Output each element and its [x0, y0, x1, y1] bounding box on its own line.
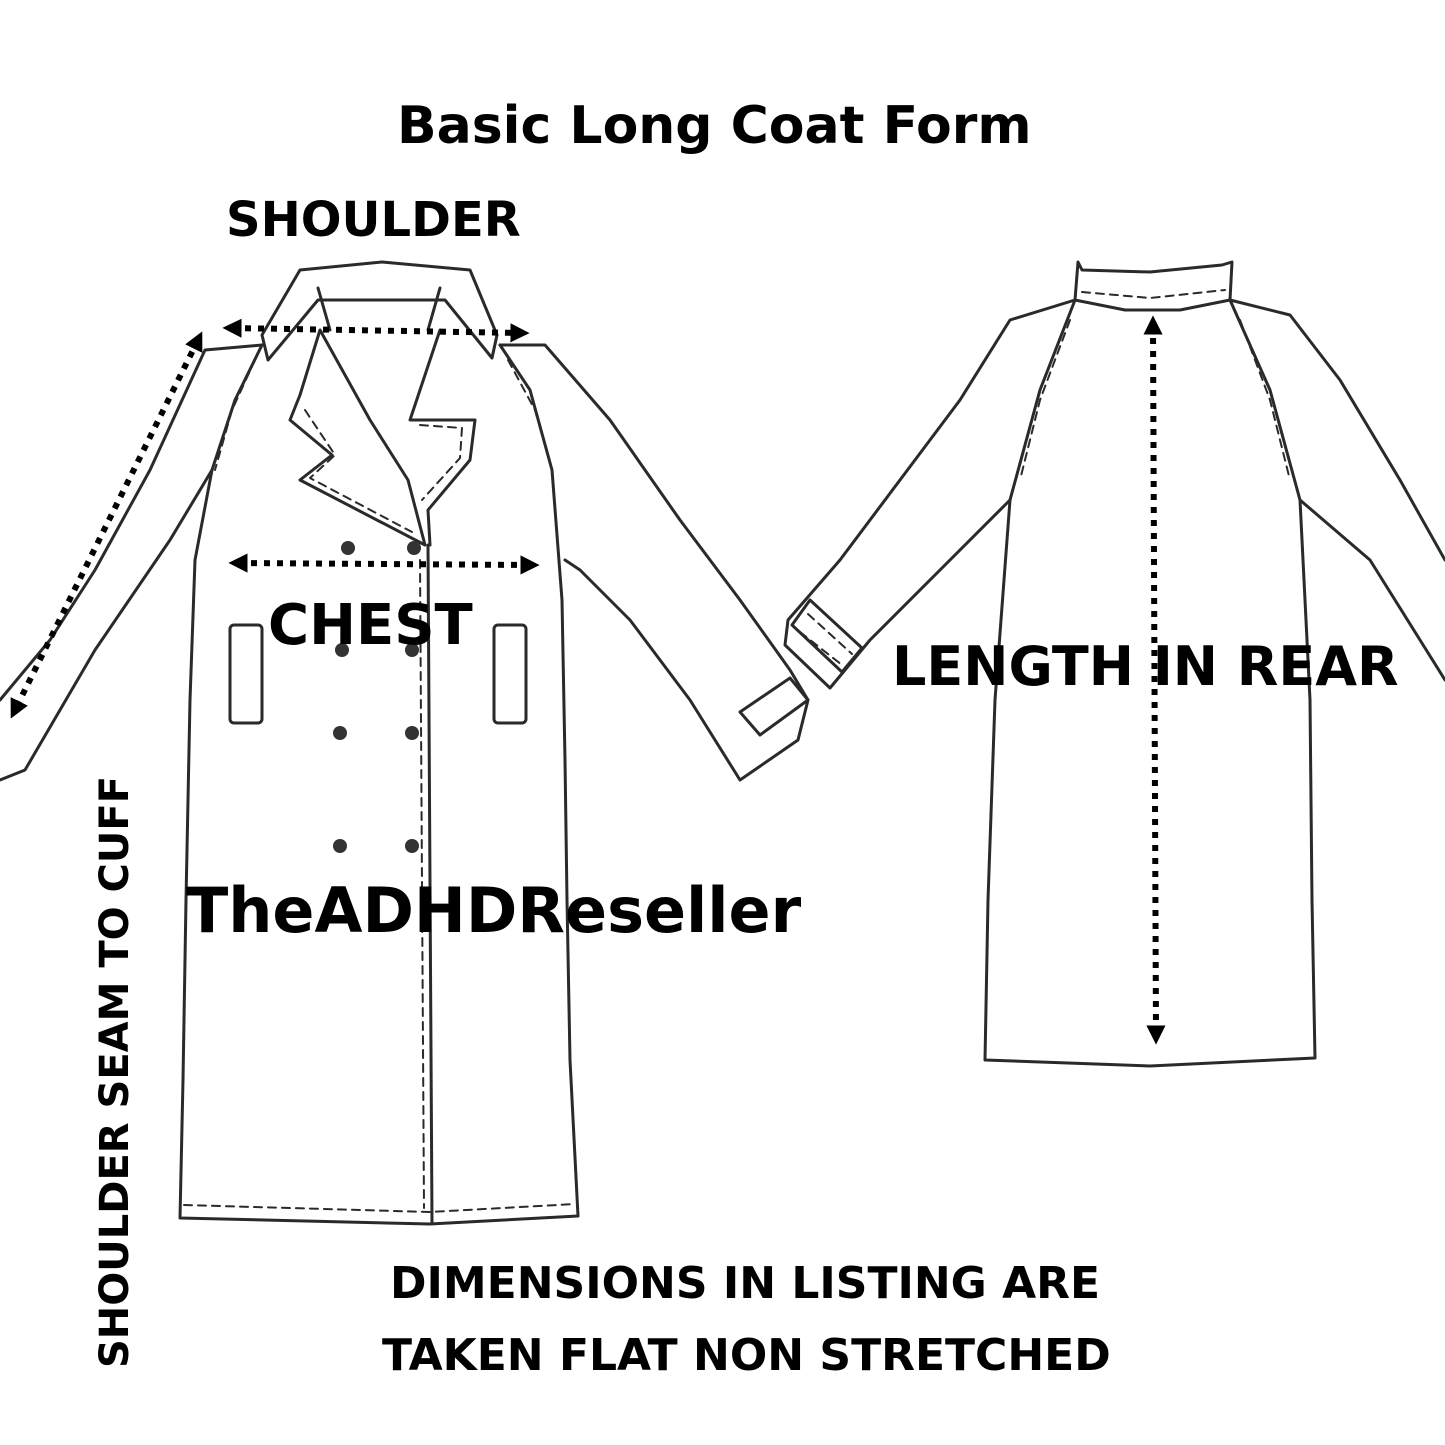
front-collar-stand: [316, 286, 442, 332]
front-hem-stitch: [183, 1203, 576, 1213]
button: [405, 726, 419, 740]
front-body-outline: [178, 343, 580, 1226]
front-left-pocket: [228, 623, 264, 725]
button: [405, 643, 419, 657]
button: [333, 726, 347, 740]
back-collar: [1073, 260, 1234, 312]
button: [405, 839, 419, 853]
front-placket: [426, 543, 434, 1224]
front-buttons: [333, 541, 421, 853]
dimensions-note-line-1: DIMENSIONS IN LISTING ARE: [390, 1258, 1101, 1309]
front-left-lapel: [288, 328, 427, 547]
front-right-pocket: [492, 623, 528, 725]
back-left-cuff: [790, 598, 864, 674]
front-collar: [260, 260, 499, 362]
length-label: LENGTH IN REAR: [892, 635, 1399, 698]
back-left-cuff-stitch: [799, 613, 853, 666]
measurement-arrows: [10, 315, 1166, 1045]
chest-arrow: [228, 553, 540, 575]
back-right-sleeve: [1228, 298, 1445, 682]
back-collar-stitch: [1081, 289, 1226, 299]
chest-label: CHEST: [268, 593, 473, 658]
sleeve-label: SHOULDER SEAM TO CUFF: [92, 775, 138, 1368]
dimensions-note-line-2: TAKEN FLAT NON STRETCHED: [382, 1330, 1111, 1381]
front-placket-stitch: [419, 559, 425, 1209]
button: [333, 839, 347, 853]
button: [335, 643, 349, 657]
back-left-sleeve: [783, 298, 1077, 690]
shoulder-arrow: [222, 318, 530, 343]
front-left-sleeve: [0, 343, 264, 782]
front-lapel-stitch: [304, 409, 463, 533]
button: [407, 541, 421, 555]
brand-watermark: TheADHDReseller: [186, 874, 802, 947]
back-raglan-stitch: [1019, 319, 1291, 481]
diagram-title: Basic Long Coat Form: [397, 96, 1032, 156]
shoulder-label: SHOULDER: [226, 192, 521, 248]
front-right-sleeve: [498, 343, 810, 782]
button: [341, 541, 355, 555]
sleeve-arrow: [10, 331, 203, 719]
front-right-raglan-stitch: [507, 359, 553, 471]
front-right-lapel: [408, 328, 477, 547]
front-left-raglan-stitch: [214, 359, 256, 471]
length-arrow: [1143, 315, 1166, 1045]
front-cuff-tab: [738, 676, 810, 737]
coat-back-icon: [783, 260, 1445, 1068]
